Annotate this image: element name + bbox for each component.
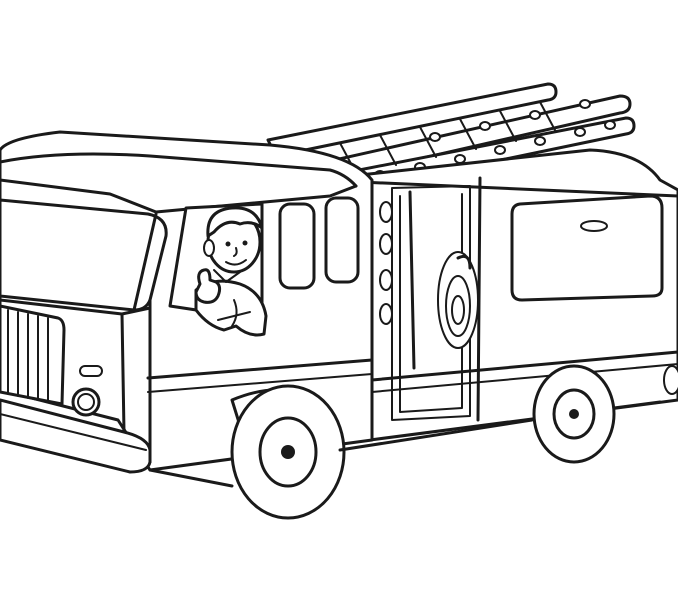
rear-body	[358, 148, 678, 442]
rear-compartment-window	[510, 194, 664, 302]
roof-ladder	[266, 82, 636, 198]
hose-reel	[437, 251, 479, 349]
side-lights	[379, 201, 393, 325]
front-wheel	[230, 384, 346, 520]
front-grille	[0, 304, 66, 406]
firefighter-driver	[194, 206, 268, 337]
cab-side-window-2	[324, 196, 360, 284]
rear-wheel	[532, 364, 616, 464]
headlight	[71, 365, 103, 417]
undercarriage	[148, 400, 662, 488]
windshield	[0, 198, 168, 312]
cab-side-window-1	[278, 202, 316, 290]
